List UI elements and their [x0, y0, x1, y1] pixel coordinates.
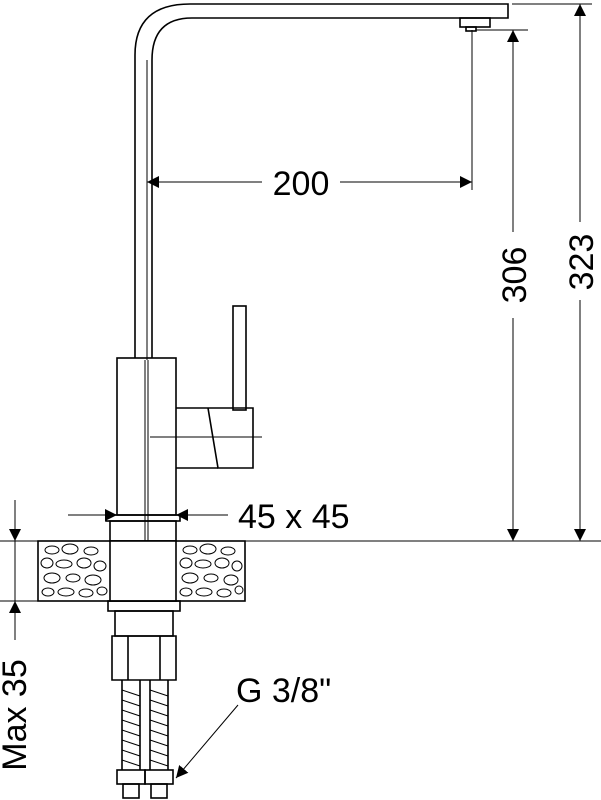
dimension-spout-reach: 200	[147, 30, 473, 203]
spout	[134, 3, 509, 360]
thread-label: G 3/8"	[236, 672, 331, 710]
dimension-spout-height: 306	[476, 29, 534, 541]
dimension-body-section: 45 x 45	[68, 498, 350, 536]
supply-hoses	[116, 680, 174, 799]
mounting-shank	[107, 600, 181, 681]
max-thickness-label: Max 35	[0, 659, 34, 771]
thread-callout: G 3/8"	[175, 672, 331, 779]
lever-handle	[150, 305, 262, 469]
spout-reach-label: 200	[273, 165, 330, 203]
dimension-total-height: 323	[512, 3, 601, 541]
dimension-max-thickness: Max 35	[0, 500, 34, 771]
spout-height-label: 306	[496, 247, 534, 304]
total-height-label: 323	[563, 234, 601, 291]
countertop	[37, 540, 246, 602]
body-section-label: 45 x 45	[238, 498, 350, 536]
stone-texture	[40, 543, 244, 598]
base-flange	[105, 514, 181, 542]
